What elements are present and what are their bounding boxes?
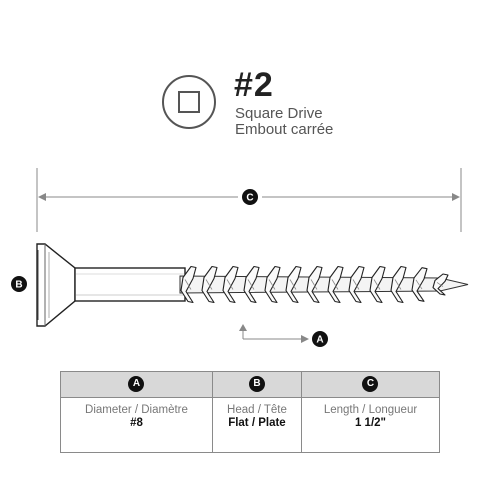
thread-shade <box>394 279 402 290</box>
thread-turn <box>411 267 428 302</box>
diameter-marker-badge <box>312 331 328 347</box>
head-badge: B <box>248 376 265 393</box>
length-dimension: C <box>36 168 462 232</box>
thread-shade <box>268 279 276 290</box>
diameter-marker-text: A <box>316 335 323 346</box>
drive-name-en: Square Drive <box>235 105 323 122</box>
diameter-label: Diameter / Diamètre <box>85 404 188 416</box>
head-dimension: B <box>11 276 27 292</box>
thread-turn <box>243 265 260 304</box>
thread-turn <box>306 265 323 304</box>
thread-turn <box>348 265 365 304</box>
thread-shade <box>184 279 192 290</box>
thread-shade <box>352 279 360 290</box>
thread-turn <box>327 265 344 304</box>
spec-header-head: B <box>211 371 302 398</box>
thread-shade <box>415 279 423 290</box>
screw-diagram: C B A <box>11 168 469 347</box>
head-value: Flat / Plate <box>228 417 286 429</box>
length-label: Length / Longueur <box>323 404 418 416</box>
drive-header: #2 Square Drive Embout carrée <box>0 0 500 150</box>
thread-shade <box>247 279 255 290</box>
spec-table-header: A B C <box>60 371 441 398</box>
length-badge: C <box>362 376 379 393</box>
drive-name-fr: Embout carrée <box>235 121 334 138</box>
spec-header-diameter: A <box>60 371 213 398</box>
length-marker-badge <box>242 189 258 205</box>
thread-shade <box>436 282 444 287</box>
drive-size: #2 <box>234 66 274 104</box>
spec-cell-head: Head / Tête Flat / Plate <box>211 397 302 453</box>
thread-turn <box>264 265 281 304</box>
spec-cell-diameter: Diameter / Diamètre #8 <box>60 397 213 453</box>
thread-turn <box>222 265 239 304</box>
thread-turn <box>369 265 386 304</box>
diameter-badge: A <box>128 376 145 393</box>
thread-shade <box>310 279 318 290</box>
length-marker-text: C <box>246 193 253 204</box>
thread-turn <box>180 265 197 304</box>
spec-cell-length: Length / Longueur 1 1/2" <box>300 397 441 453</box>
thread-shade <box>205 279 213 290</box>
square-drive-icon <box>162 75 216 129</box>
screw-head <box>36 243 76 327</box>
spec-table: A B C Diameter / Diamètre #8 Head / Tête… <box>60 371 441 453</box>
thread-turn <box>285 265 302 304</box>
spec-header-length: C <box>300 371 441 398</box>
thread-shade <box>289 279 297 290</box>
head-label: Head / Tête <box>227 404 287 416</box>
diameter-dimension: A <box>239 324 328 347</box>
screw-threads <box>179 265 469 304</box>
spec-table-values: Diameter / Diamètre #8 Head / Tête Flat … <box>60 397 441 453</box>
length-value: 1 1/2" <box>354 417 386 429</box>
square-recess <box>178 91 200 113</box>
screw-shank <box>74 267 186 302</box>
head-marker-badge <box>11 276 27 292</box>
thread-turn <box>201 265 218 304</box>
thread-shade <box>331 279 339 290</box>
thread-shade <box>226 279 234 290</box>
thread-turn <box>390 265 407 304</box>
diameter-value: #8 <box>130 417 143 429</box>
head-marker-text: B <box>15 280 22 291</box>
thread-shade <box>373 279 381 290</box>
